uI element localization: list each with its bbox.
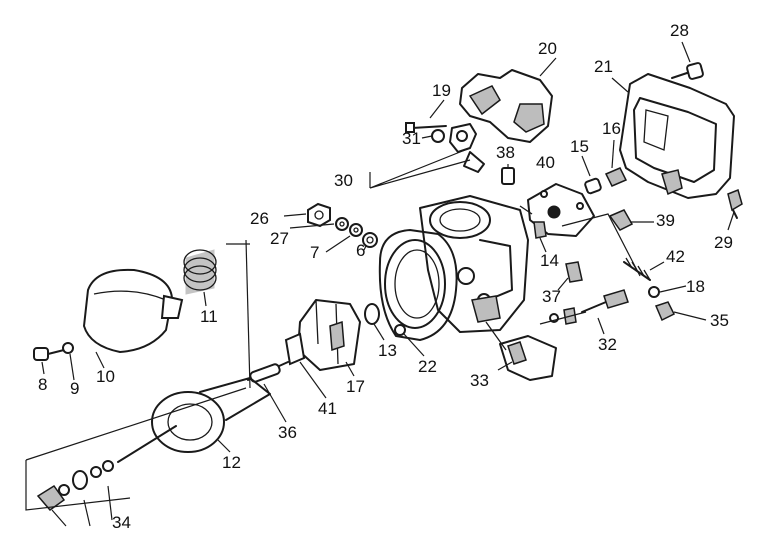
label-13: 13 <box>378 341 397 360</box>
label-19: 19 <box>432 81 451 100</box>
label-34: 34 <box>112 513 131 532</box>
part-38-jet <box>501 167 515 185</box>
part-40-cover <box>519 183 595 237</box>
part-16-screw <box>604 167 628 187</box>
label-16: 16 <box>602 119 621 138</box>
label-6: 6 <box>356 241 365 260</box>
part-15-screw <box>584 177 602 195</box>
part-39-needle-jet <box>608 209 634 231</box>
label-32: 32 <box>598 335 617 354</box>
label-ticks <box>41 41 735 453</box>
leader-lines <box>25 147 641 527</box>
part-12-diaphragm <box>117 377 271 463</box>
label-42: 42 <box>666 247 685 266</box>
part-33-sensor <box>485 321 557 381</box>
part-13-o-ring <box>364 303 380 325</box>
label-39: 39 <box>656 211 675 230</box>
part-27-washer <box>335 217 349 231</box>
part-8-screw <box>33 347 65 361</box>
part-21-float-bowl <box>619 73 735 199</box>
part-18-o-ring <box>648 286 660 298</box>
part-labels: 6 7 8 9 10 11 12 13 14 15 16 17 18 19 20… <box>38 21 733 532</box>
part-19-screw <box>405 122 447 133</box>
label-10: 10 <box>96 367 115 386</box>
label-20: 20 <box>538 39 557 58</box>
part-17-slide <box>297 299 361 371</box>
label-31: 31 <box>402 129 421 148</box>
part-26-nut <box>307 202 331 228</box>
label-29: 29 <box>714 233 733 252</box>
part-11-spring <box>183 249 217 295</box>
label-26: 26 <box>250 209 269 228</box>
part-6-washer <box>362 232 378 248</box>
carburetor-body <box>419 195 529 333</box>
part-34-set <box>36 460 114 512</box>
part-22-o-ring <box>394 324 406 336</box>
label-9: 9 <box>70 379 79 398</box>
label-36: 36 <box>278 423 297 442</box>
part-28-screw <box>671 62 704 80</box>
part-14-jet <box>533 221 547 239</box>
label-30: 30 <box>334 171 353 190</box>
label-37: 37 <box>542 287 561 306</box>
part-35-screw <box>654 301 676 322</box>
part-9-washer <box>62 342 74 354</box>
label-7: 7 <box>310 243 319 262</box>
part-7-washer <box>349 223 363 237</box>
label-21: 21 <box>594 57 613 76</box>
label-28: 28 <box>670 21 689 40</box>
label-40: 40 <box>536 153 555 172</box>
label-12: 12 <box>222 453 241 472</box>
label-15: 15 <box>570 137 589 156</box>
label-35: 35 <box>710 311 729 330</box>
label-33: 33 <box>470 371 489 390</box>
part-36-needle <box>247 361 289 383</box>
label-14: 14 <box>540 251 559 270</box>
label-11: 11 <box>200 307 218 326</box>
part-29-drain-plug <box>727 188 743 219</box>
part-10-top-cap <box>83 268 184 353</box>
part-37-valve <box>565 261 583 283</box>
label-38: 38 <box>496 143 515 162</box>
label-8: 8 <box>38 375 47 394</box>
part-31-washer <box>431 129 445 143</box>
label-17: 17 <box>346 377 365 396</box>
part-20-cover <box>459 69 553 143</box>
label-41: 41 <box>318 399 337 418</box>
intake-flange <box>378 229 458 341</box>
label-22: 22 <box>418 357 437 376</box>
part-30-lever <box>449 123 485 173</box>
part-41-piston <box>284 332 306 366</box>
label-27: 27 <box>270 229 289 248</box>
label-18: 18 <box>686 277 705 296</box>
